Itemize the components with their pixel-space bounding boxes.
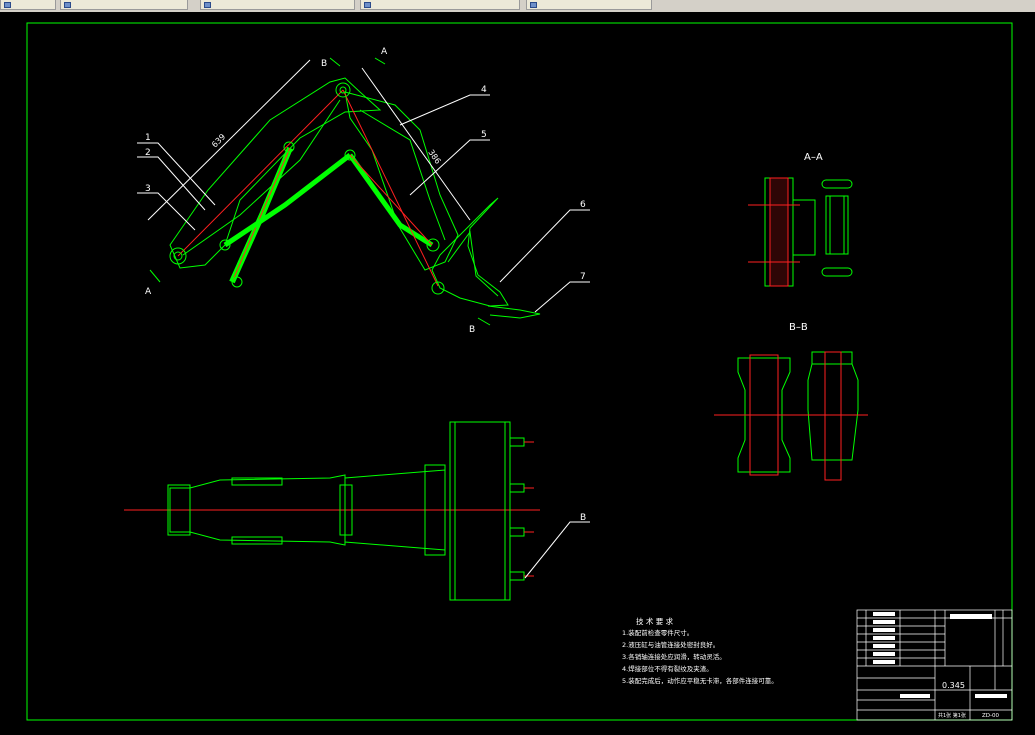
bucket-inner-edge <box>447 230 499 297</box>
boom-centerline <box>177 89 344 257</box>
section-b-left-body <box>737 357 791 473</box>
arm-cylinder <box>223 153 352 248</box>
pin-boom-cyl <box>283 141 295 153</box>
section-b-right-body <box>807 363 859 461</box>
part-number-6: 6 <box>580 200 586 210</box>
section-a-pin <box>769 177 789 287</box>
arm-outline <box>344 91 459 271</box>
part-number-7: 7 <box>580 272 586 282</box>
section-a-a <box>748 177 853 287</box>
part-number-4: 4 <box>481 85 487 95</box>
canvas-background <box>0 12 1035 725</box>
cut-mark-a-top-line <box>374 57 386 65</box>
pin-boom-cyl-base <box>231 276 243 288</box>
note-line: 4.焊接部位不得有裂纹及夹渣。 <box>622 664 713 673</box>
leader-2 <box>137 156 206 211</box>
part-number-5: 5 <box>481 130 487 140</box>
part-number-1: 1 <box>145 133 151 143</box>
note-line: 5.装配完成后，动作应平稳无卡滞，各部件连接可靠。 <box>622 676 778 685</box>
plan-boom <box>169 474 346 546</box>
note-line: 3.各销轴连接处应润滑，转动灵活。 <box>622 652 726 661</box>
cut-label-b-plan: B <box>580 513 586 523</box>
part-number-3: 3 <box>145 184 151 194</box>
section-title-a-a: A–A <box>804 152 823 163</box>
technical-notes: 技 术 要 求 1.装配前检查零件尺寸。 2.液压缸与油管连接处密封良好。 3.… <box>622 616 778 685</box>
title-block-frame <box>856 609 1013 721</box>
plan-arm-joint <box>424 464 446 556</box>
section-b-right-pin <box>824 351 842 481</box>
note-line: 1.装配前检查零件尺寸。 <box>622 628 693 637</box>
cut-label-b-top: B <box>321 59 327 69</box>
pin-bucket <box>431 281 445 295</box>
cut-mark-a-bottom-line <box>149 269 161 283</box>
bottom-strip <box>0 725 1035 735</box>
document-tab[interactable] <box>526 0 652 10</box>
plan-view <box>124 421 590 601</box>
pin-boom-arm <box>335 82 351 98</box>
notes-title: 技 术 要 求 <box>636 616 674 626</box>
bucket-cylinder <box>347 153 434 248</box>
bucket-cylinder-axis <box>349 154 433 246</box>
cut-label-a-bottom: A <box>145 287 152 297</box>
pin-bucket-link <box>426 238 440 252</box>
pin-arm-cyl-base <box>219 239 231 251</box>
cad-drawing-canvas[interactable]: 1 2 3 4 5 6 7 639 386 A A B B A–A B–B <box>0 12 1035 725</box>
section-a-bottom-cap <box>821 267 853 277</box>
section-a-right-body <box>825 195 849 255</box>
boom-dimension-line <box>147 59 311 221</box>
cut-mark-b-top-line <box>329 57 341 67</box>
note-line: 2.液压缸与油管连接处密封良好。 <box>622 640 719 649</box>
plan-bucket <box>449 421 511 601</box>
document-icon <box>64 2 71 8</box>
document-icon <box>4 2 11 8</box>
title-block-code: ZD-00 <box>982 713 999 719</box>
arm-centerline <box>342 89 439 287</box>
document-tab[interactable] <box>0 0 56 10</box>
plan-cylinder-lower <box>231 536 283 545</box>
leader-b-plan <box>524 521 590 579</box>
boom-cylinder-axis <box>232 147 291 281</box>
pin-boom-root <box>169 247 187 265</box>
cut-mark-b-bottom-line <box>477 317 491 326</box>
document-icon <box>204 2 211 8</box>
title-block-scale: 0.345 <box>942 681 965 690</box>
pin-arm-cyl <box>344 149 356 161</box>
title-block <box>856 609 1013 721</box>
part-number-2: 2 <box>145 148 151 158</box>
leader-3 <box>137 192 196 231</box>
section-title-b-b: B–B <box>789 322 808 333</box>
section-b-b <box>714 351 868 481</box>
section-a-lug <box>793 199 816 256</box>
leader-5 <box>409 139 490 196</box>
cut-label-b-bottom: B <box>469 325 475 335</box>
drawing-frame <box>26 22 1013 721</box>
document-tab[interactable] <box>200 0 355 10</box>
leader-4 <box>399 94 490 126</box>
leader-1 <box>137 142 216 206</box>
leader-7 <box>534 281 590 313</box>
side-view <box>137 57 590 326</box>
arm-dimension-line <box>361 67 471 221</box>
document-icon <box>530 2 537 8</box>
plan-cylinder-upper <box>231 477 283 486</box>
section-a-top-cap <box>821 179 853 189</box>
arm-inner-edge <box>359 109 446 241</box>
boom-inner-edge <box>182 99 341 256</box>
bucket-outline <box>431 197 509 307</box>
leader-6 <box>499 209 590 283</box>
bucket-tooth <box>487 305 541 319</box>
cut-label-a-top: A <box>381 47 388 57</box>
document-icon <box>364 2 371 8</box>
document-tab[interactable] <box>60 0 188 10</box>
title-block-sheet: 共1张 第1张 <box>938 712 966 719</box>
document-tab[interactable] <box>360 0 520 10</box>
